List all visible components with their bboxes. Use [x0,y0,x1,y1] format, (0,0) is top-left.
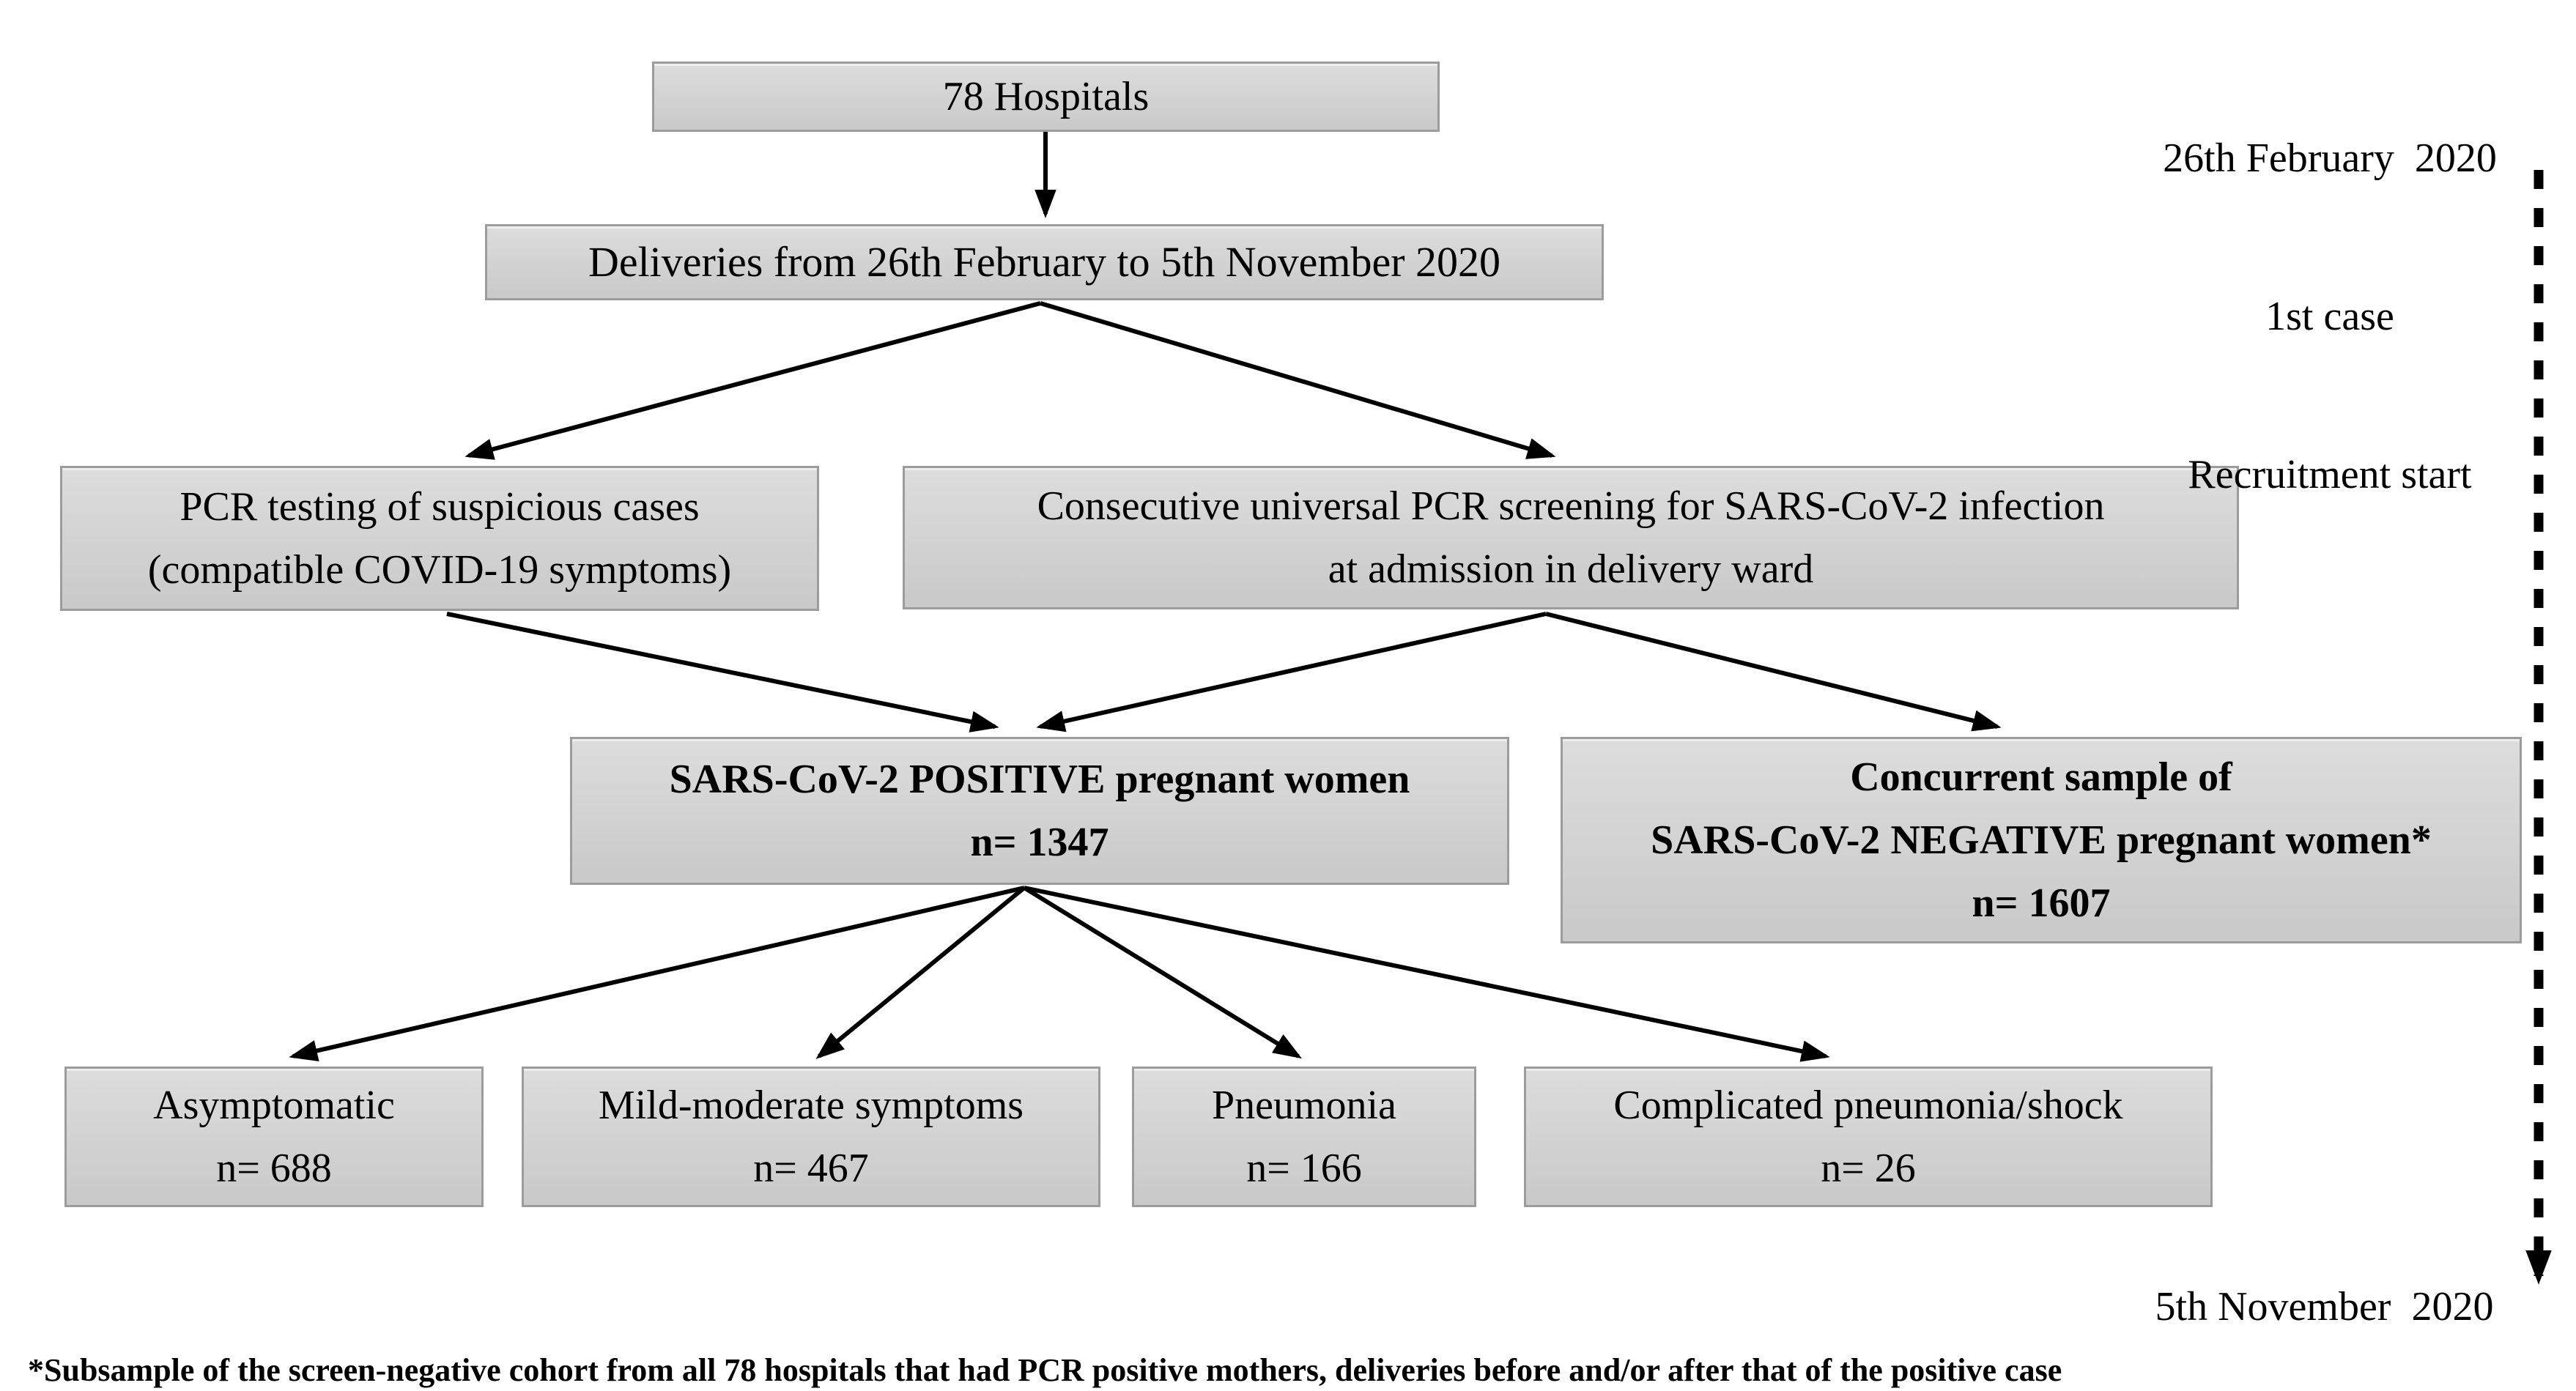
node-positive-line1: SARS-CoV-2 POSITIVE pregnant women [669,757,1410,802]
arrow-pcr-suspicious-to-positive [446,612,999,732]
node-hospitals-label: 78 Hospitals [942,74,1150,119]
timeline-first-case: 1st case [2265,294,2394,339]
timeline-start-date: 26th February 2020 [2163,136,2497,181]
node-negative-line1: Concurrent sample of [1850,754,2232,800]
node-negative: Concurrent sample of SARS-CoV-2 NEGATIVE… [1561,737,2522,943]
arrow-positive-to-asymptomatic [289,886,1025,1061]
node-universal-screening-line1: Consecutive universal PCR screening for … [1037,483,2105,529]
arrow-universal-screening-to-negative [1545,612,2002,732]
node-pcr-suspicious-line2: (compatible COVID-19 symptoms) [147,547,732,593]
node-hospitals: 78 Hospitals [652,62,1440,132]
node-pneumonia-line1: Pneumonia [1212,1083,1396,1128]
node-pcr-suspicious: PCR testing of suspicious cases (compati… [60,466,819,611]
timeline-start-label: 26th February 2020 1st case Recruitment … [2125,26,2535,607]
node-deliveries-label: Deliveries from 26th February to 5th Nov… [588,238,1501,286]
node-positive: SARS-CoV-2 POSITIVE pregnant women n= 13… [570,737,1509,885]
footnote-text: *Subsample of the screen-negative cohort… [28,1352,2062,1388]
arrow-deliveries-to-universal-screening [1040,301,1556,459]
timeline-end-label: 5th November 2020 [2155,1284,2494,1329]
node-negative-line2: SARS-CoV-2 NEGATIVE pregnant women* [1651,817,2432,863]
node-pcr-suspicious-line1: PCR testing of suspicious cases [179,484,700,530]
node-pneumonia: Pneumonia n= 166 [1132,1067,1476,1207]
timeline-recruitment-start: Recruitment start [2188,452,2472,497]
node-complicated-count: n= 26 [1821,1146,1916,1191]
node-universal-screening: Consecutive universal PCR screening for … [903,466,2239,609]
node-asymptomatic-line1: Asymptomatic [153,1083,395,1128]
node-mild-moderate-line1: Mild-moderate symptoms [598,1083,1024,1128]
arrow-positive-to-mild-moderate [815,886,1026,1059]
node-complicated: Complicated pneumonia/shock n= 26 [1524,1067,2213,1207]
node-mild-moderate-count: n= 467 [753,1146,869,1191]
arrow-positive-to-pneumonia [1023,886,1302,1059]
node-universal-screening-line2: at admission in delivery ward [1328,546,1814,592]
node-complicated-line1: Complicated pneumonia/shock [1613,1083,2123,1128]
node-asymptomatic-count: n= 688 [216,1146,332,1191]
node-deliveries: Deliveries from 26th February to 5th Nov… [485,224,1604,300]
node-pneumonia-count: n= 166 [1246,1146,1362,1191]
arrow-universal-screening-to-positive [1036,612,1547,732]
node-positive-count: n= 1347 [970,820,1109,865]
node-asymptomatic: Asymptomatic n= 688 [64,1067,484,1207]
node-mild-moderate: Mild-moderate symptoms n= 467 [522,1067,1100,1207]
arrow-deliveries-to-pcr-suspicious [465,301,1041,460]
node-negative-count: n= 1607 [1972,880,2111,926]
